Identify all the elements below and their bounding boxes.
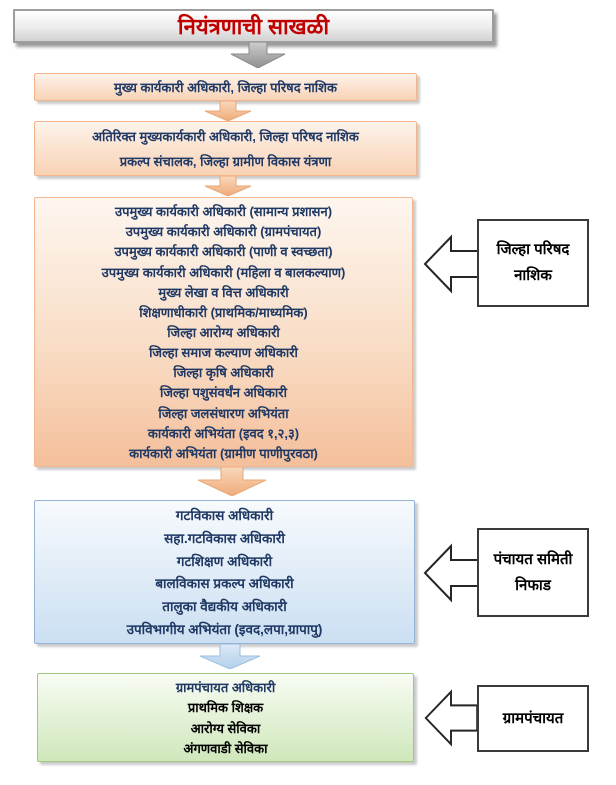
officer-line: उपमुख्य कार्यकारी अधिकारी (सामान्य प्रशा… xyxy=(114,204,333,220)
officer-line: गटविकास अधिकारी xyxy=(175,508,274,524)
officer-line: शिक्षणाधीकारी (प्राथमिक/माध्यमिक) xyxy=(139,304,308,320)
officer-line: जिल्हा पशुसंवर्धंन अधिकारी xyxy=(160,385,287,401)
down-arrow-icon xyxy=(230,42,286,68)
left-arrow-icon xyxy=(424,689,479,747)
additional-ceo-box: अतिरिक्त मुख्यकार्यकारी अधिकारी, जिल्हा … xyxy=(34,121,417,176)
officer-line: उपमुख्य कार्यकारी अधिकारी (महिला व बालकल… xyxy=(101,264,346,280)
down-arrow-icon xyxy=(199,644,261,669)
officer-line: बालविकास प्रकल्प अधिकारी xyxy=(155,576,294,592)
left-arrow-icon xyxy=(423,234,479,294)
officer-line: उपमुख्य कार्यकारी अधिकारी (पाणी व स्वच्छ… xyxy=(114,244,333,260)
callout-village-box: ग्रामपंचायत xyxy=(477,685,589,752)
village-officers-box: ग्रामपंचायत अधिकारी प्राथमिक शिक्षक आरोग… xyxy=(37,673,414,762)
officer-line: उपमुख्य कार्यकारी अधिकारी (ग्रामपंचायत) xyxy=(125,224,322,240)
callout-label: ग्रामपंचायत xyxy=(502,709,564,727)
block-officers-box: गटविकास अधिकारी सहा.गटविकास अधिकारी गटशि… xyxy=(34,500,415,644)
callout-label: पंचायत समिती xyxy=(493,550,573,568)
title-banner: नियंत्रणाची साखळी xyxy=(13,9,494,43)
district-officers-box: उपमुख्य कार्यकारी अधिकारी (सामान्य प्रशा… xyxy=(34,197,413,467)
officer-line: प्राथमिक शिक्षक xyxy=(187,700,264,716)
officer-line: मुख्य कार्यकारी अधिकारी, जिल्हा परिषद ना… xyxy=(114,80,337,95)
officer-line: जिल्हा कृषि अधिकारी xyxy=(173,365,274,381)
officer-line: तालुका वैद्यकीय अधिकारी xyxy=(162,599,287,615)
callout-label: निफाड xyxy=(515,576,551,594)
down-arrow-icon xyxy=(197,467,267,496)
officer-line: जिल्हा जलसंधारण अभियंता xyxy=(158,405,289,421)
officer-line: ग्रामपंचायत अधिकारी xyxy=(175,680,276,696)
officer-line: गटशिक्षण अधिकारी xyxy=(176,553,273,569)
officer-line: प्रकल्प संचालक, जिल्हा ग्रामीण विकास यंत… xyxy=(119,153,332,169)
officer-line: कार्यकारी अभियंता (ग्रामीण पाणीपुरवठा) xyxy=(129,445,318,461)
officer-line: अंगणवाडी सेविका xyxy=(183,740,268,756)
officer-line: जिल्हा समाज कल्याण अधिकारी xyxy=(149,345,298,361)
callout-district-box: जिल्हा परिषद नाशिक xyxy=(477,219,589,307)
page-title: नियंत्रणाची साखळी xyxy=(177,14,330,39)
callout-label: जिल्हा परिषद xyxy=(496,241,570,258)
left-arrow-icon xyxy=(423,543,479,603)
ceo-box: मुख्य कार्यकारी अधिकारी, जिल्हा परिषद ना… xyxy=(34,73,417,101)
callout-label: नाशिक xyxy=(514,267,552,284)
down-arrow-icon xyxy=(204,101,252,121)
officer-line: कार्यकारी अभियंता (इवद १,२,३) xyxy=(147,425,300,441)
officer-line: सहा.गटविकास अधिकारी xyxy=(164,531,285,546)
officer-line: उपविभागीय अभियंता (इवद,लपा,ग्रापापु) xyxy=(126,621,323,637)
officer-line: जिल्हा आरोग्य अधिकारी xyxy=(167,325,280,341)
officer-line: मुख्य लेखा व वित्त अधिकारी xyxy=(158,284,289,300)
officer-line: आरोग्य सेविका xyxy=(190,720,261,736)
down-arrow-icon xyxy=(204,176,252,196)
officer-line: अतिरिक्त मुख्यकार्यकारी अधिकारी, जिल्हा … xyxy=(92,129,359,145)
callout-block-box: पंचायत समिती निफाड xyxy=(477,528,589,617)
